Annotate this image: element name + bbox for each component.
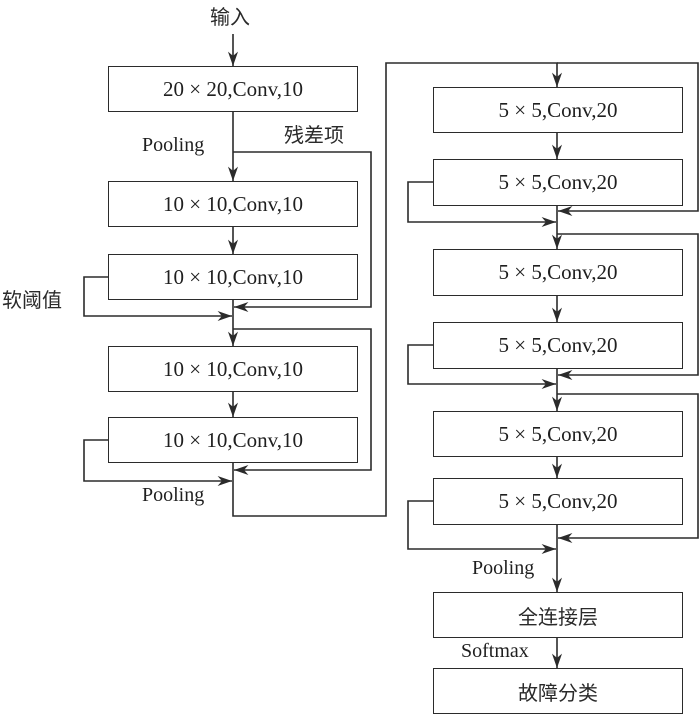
- residual-connection-3: [557, 62, 699, 217]
- conv-block-9: 5 × 5,Conv,20: [433, 322, 683, 369]
- conv-block-label: 5 × 5,Conv,20: [498, 333, 618, 357]
- pooling-label-1: Pooling: [142, 134, 205, 156]
- soft-threshold-connection-2: [83, 439, 232, 487]
- conv-block-label: 5 × 5,Conv,20: [498, 170, 618, 194]
- conv-block-label: 5 × 5,Conv,20: [498, 97, 618, 122]
- soft-threshold-connection-1: [83, 276, 232, 322]
- soft-threshold-connection-4: [407, 344, 556, 390]
- pooling-label-3: Pooling: [472, 557, 535, 579]
- residual-term-label: 残差项: [284, 123, 344, 147]
- output-label: 故障分类: [518, 680, 598, 705]
- conv-block-label: 10 × 10,Conv,10: [163, 264, 303, 289]
- conv-block-7: 5 × 5,Conv,20: [433, 159, 683, 206]
- fully-connected-layer: 全连接层: [433, 592, 683, 638]
- conv-block-5: 10 × 10,Conv,10: [108, 417, 358, 463]
- residual-connection-4: [557, 233, 699, 381]
- conv-block-1: 20 × 20,Conv,10: [108, 66, 358, 112]
- conv-block-label: 5 × 5,Conv,20: [498, 260, 618, 284]
- conv-block-4: 10 × 10,Conv,10: [108, 346, 358, 392]
- input-label: 输入: [210, 5, 250, 29]
- pooling-label-2: Pooling: [142, 484, 205, 506]
- residual-connection-5: [557, 393, 699, 544]
- conv-block-label: 10 × 10,Conv,10: [163, 356, 303, 381]
- arrow-pool-2-to-right: [232, 62, 563, 517]
- conv-block-3: 10 × 10,Conv,10: [108, 254, 358, 300]
- fault-classification-output: 故障分类: [433, 668, 683, 714]
- conv-block-8: 5 × 5,Conv,20: [433, 249, 683, 296]
- conv-block-label: 10 × 10,Conv,10: [163, 191, 303, 216]
- residual-connection-1: [233, 151, 372, 313]
- soft-threshold-label: 软阈值: [2, 288, 62, 312]
- conv-block-11: 5 × 5,Conv,20: [433, 478, 683, 525]
- soft-threshold-connection-5: [407, 500, 556, 555]
- conv-block-label: 5 × 5,Conv,20: [498, 489, 618, 513]
- conv-block-2: 10 × 10,Conv,10: [108, 181, 358, 227]
- residual-connection-2: [233, 328, 372, 476]
- conv-block-label: 20 × 20,Conv,10: [163, 76, 303, 101]
- conv-block-10: 5 × 5,Conv,20: [433, 411, 683, 457]
- soft-threshold-connection-3: [407, 181, 556, 228]
- softmax-label: Softmax: [461, 640, 529, 662]
- conv-block-label: 10 × 10,Conv,10: [163, 427, 303, 452]
- fc-label: 全连接层: [518, 604, 598, 629]
- conv-block-6: 5 × 5,Conv,20: [433, 87, 683, 133]
- conv-block-label: 5 × 5,Conv,20: [498, 421, 618, 446]
